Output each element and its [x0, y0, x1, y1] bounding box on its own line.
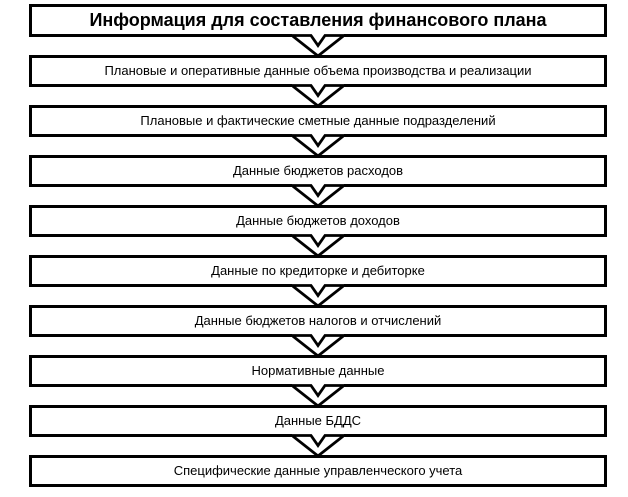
flow-box: Данные по кредиторке и дебиторке	[29, 255, 607, 287]
chevron-down-arrow-icon	[292, 334, 344, 358]
flow-box-label: Данные БДДС	[274, 412, 362, 428]
flow-box: Данные бюджетов расходов	[29, 155, 607, 187]
chevron-down-arrow-icon	[292, 34, 344, 58]
chevron-down-arrow-icon	[292, 384, 344, 408]
flow-box-label: Специфические данные управленческого уче…	[173, 462, 463, 478]
flow-box-label: Данные бюджетов доходов	[236, 212, 400, 228]
chevron-down-arrow-icon	[292, 434, 344, 458]
flow-arrow	[29, 84, 607, 108]
flow-arrow	[29, 34, 607, 58]
flow-arrow	[29, 384, 607, 408]
flow-arrow	[29, 334, 607, 358]
flow-box: Данные бюджетов налогов и отчислений	[29, 305, 607, 337]
chevron-down-arrow-icon	[292, 84, 344, 108]
chevron-down-arrow-icon	[292, 134, 344, 158]
flow-arrow	[29, 234, 607, 258]
flow-arrow	[29, 284, 607, 308]
flow-box-label: Данные по кредиторке и дебиторке	[211, 262, 425, 278]
flow-box: Данные бюджетов доходов	[29, 205, 607, 237]
flowchart: Информация для составления финансового п…	[29, 4, 607, 487]
flow-arrow	[29, 434, 607, 458]
chevron-down-arrow-icon	[292, 184, 344, 208]
flow-box-label: Нормативные данные	[251, 362, 385, 378]
chevron-down-arrow-icon	[292, 284, 344, 308]
title-box: Информация для составления финансового п…	[29, 4, 607, 37]
flow-box-label: Данные бюджетов налогов и отчислений	[194, 312, 442, 328]
flow-arrow	[29, 134, 607, 158]
flow-box: Данные БДДС	[29, 405, 607, 437]
flow-box-label: Плановые и фактические сметные данные по…	[140, 112, 496, 128]
chevron-down-arrow-icon	[292, 234, 344, 258]
flow-box: Специфические данные управленческого уче…	[29, 455, 607, 487]
flow-box: Плановые и оперативные данные объема про…	[29, 55, 607, 87]
flow-box: Плановые и фактические сметные данные по…	[29, 105, 607, 137]
diagram-title: Информация для составления финансового п…	[89, 9, 547, 30]
flow-box: Нормативные данные	[29, 355, 607, 387]
flow-arrow	[29, 184, 607, 208]
flow-box-label: Плановые и оперативные данные объема про…	[104, 62, 532, 78]
flow-box-label: Данные бюджетов расходов	[232, 162, 404, 178]
